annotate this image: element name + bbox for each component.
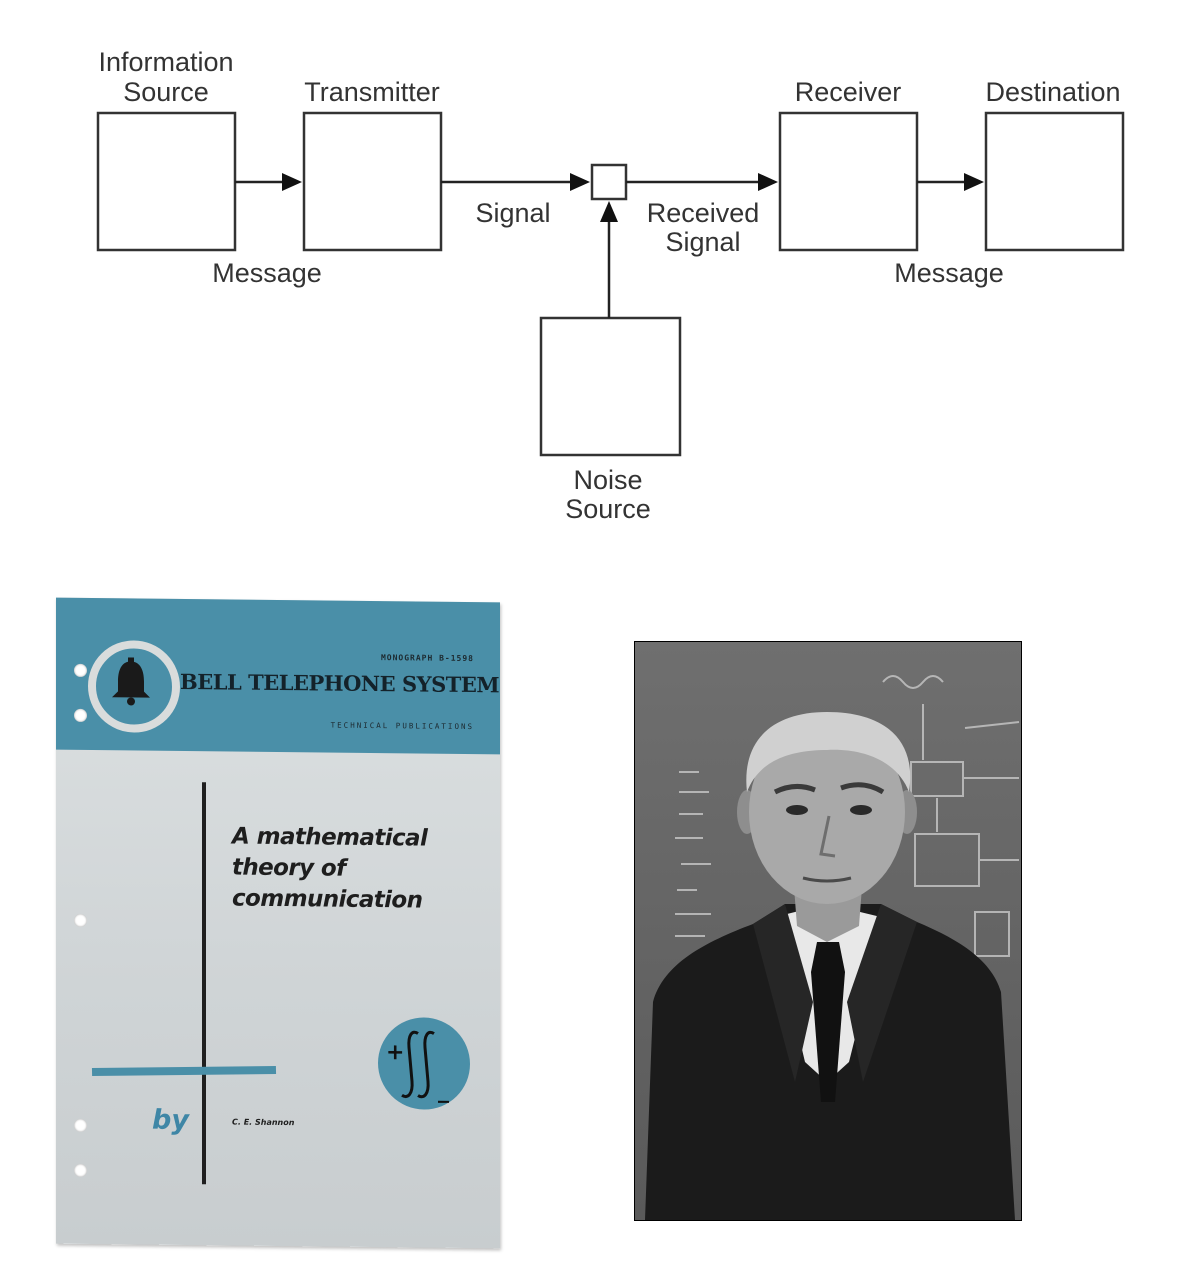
series-label: TECHNICAL PUBLICATIONS [330,720,474,732]
received-signal-label-line2: Signal [665,227,740,257]
receiver-label: Receiver [795,77,902,107]
badge-plus: + [386,1040,404,1065]
binder-hole [74,663,87,677]
communication-diagram: Information Source Transmitter Receiver … [96,47,1125,524]
arrowhead-noise [600,201,618,222]
binder-hole [74,1118,87,1132]
cover-title-line2: theory of [232,854,346,882]
information-source-box [96,111,237,252]
signal-label: Signal [475,198,550,228]
cover-title-line1: A mathematical [232,823,428,852]
double-integral-icon: + _ [386,1030,449,1104]
cover-author: C. E. Shannon [232,1117,295,1128]
destination-box [984,111,1125,252]
binder-hole [74,708,87,722]
noise-source-box [539,316,682,457]
arrowhead-transmitter [282,173,302,191]
message-label-right: Message [894,258,1004,288]
portrait-illustration [645,675,1020,1220]
cover-title-line3: communication [232,885,423,914]
bell-logo [88,640,180,733]
destination-label: Destination [985,77,1120,107]
noise-source-label-line2: Source [565,494,651,524]
cover-vertical-rule [202,782,206,1185]
message-label-left: Message [212,258,322,288]
cover-by: by [152,1104,189,1137]
noise-source-label-line1: Noise [573,465,642,495]
channel-junction-box [590,163,628,201]
transmitter-label: Transmitter [304,77,440,107]
arrowhead-junction [570,173,590,191]
receiver-box [778,111,919,252]
binder-hole [74,1163,87,1177]
monograph-cover: MONOGRAPH B-1598 BELL TELEPHONE SYSTEM T… [56,597,500,1249]
information-source-label-line2: Source [123,77,209,107]
integral-badge: + _ [378,1017,470,1111]
binder-hole [74,913,87,927]
publisher-title: BELL TELEPHONE SYSTEM [180,668,500,698]
bell-icon [112,657,150,706]
cover-header-band: MONOGRAPH B-1598 BELL TELEPHONE SYSTEM T… [56,597,500,755]
portrait-photo [634,641,1022,1221]
badge-minus: _ [438,1079,449,1104]
cover-horizontal-bar [91,1066,277,1076]
received-signal-label-line1: Received [647,198,760,228]
cover-title: A mathematical theory of communication [232,822,472,918]
arrowhead-destination [964,173,984,191]
information-source-label-line1: Information [98,47,233,77]
arrowhead-receiver [758,173,778,191]
transmitter-box [302,111,443,252]
chalkboard-sketch [675,675,1020,1082]
monograph-number: MONOGRAPH B-1598 [380,653,474,664]
